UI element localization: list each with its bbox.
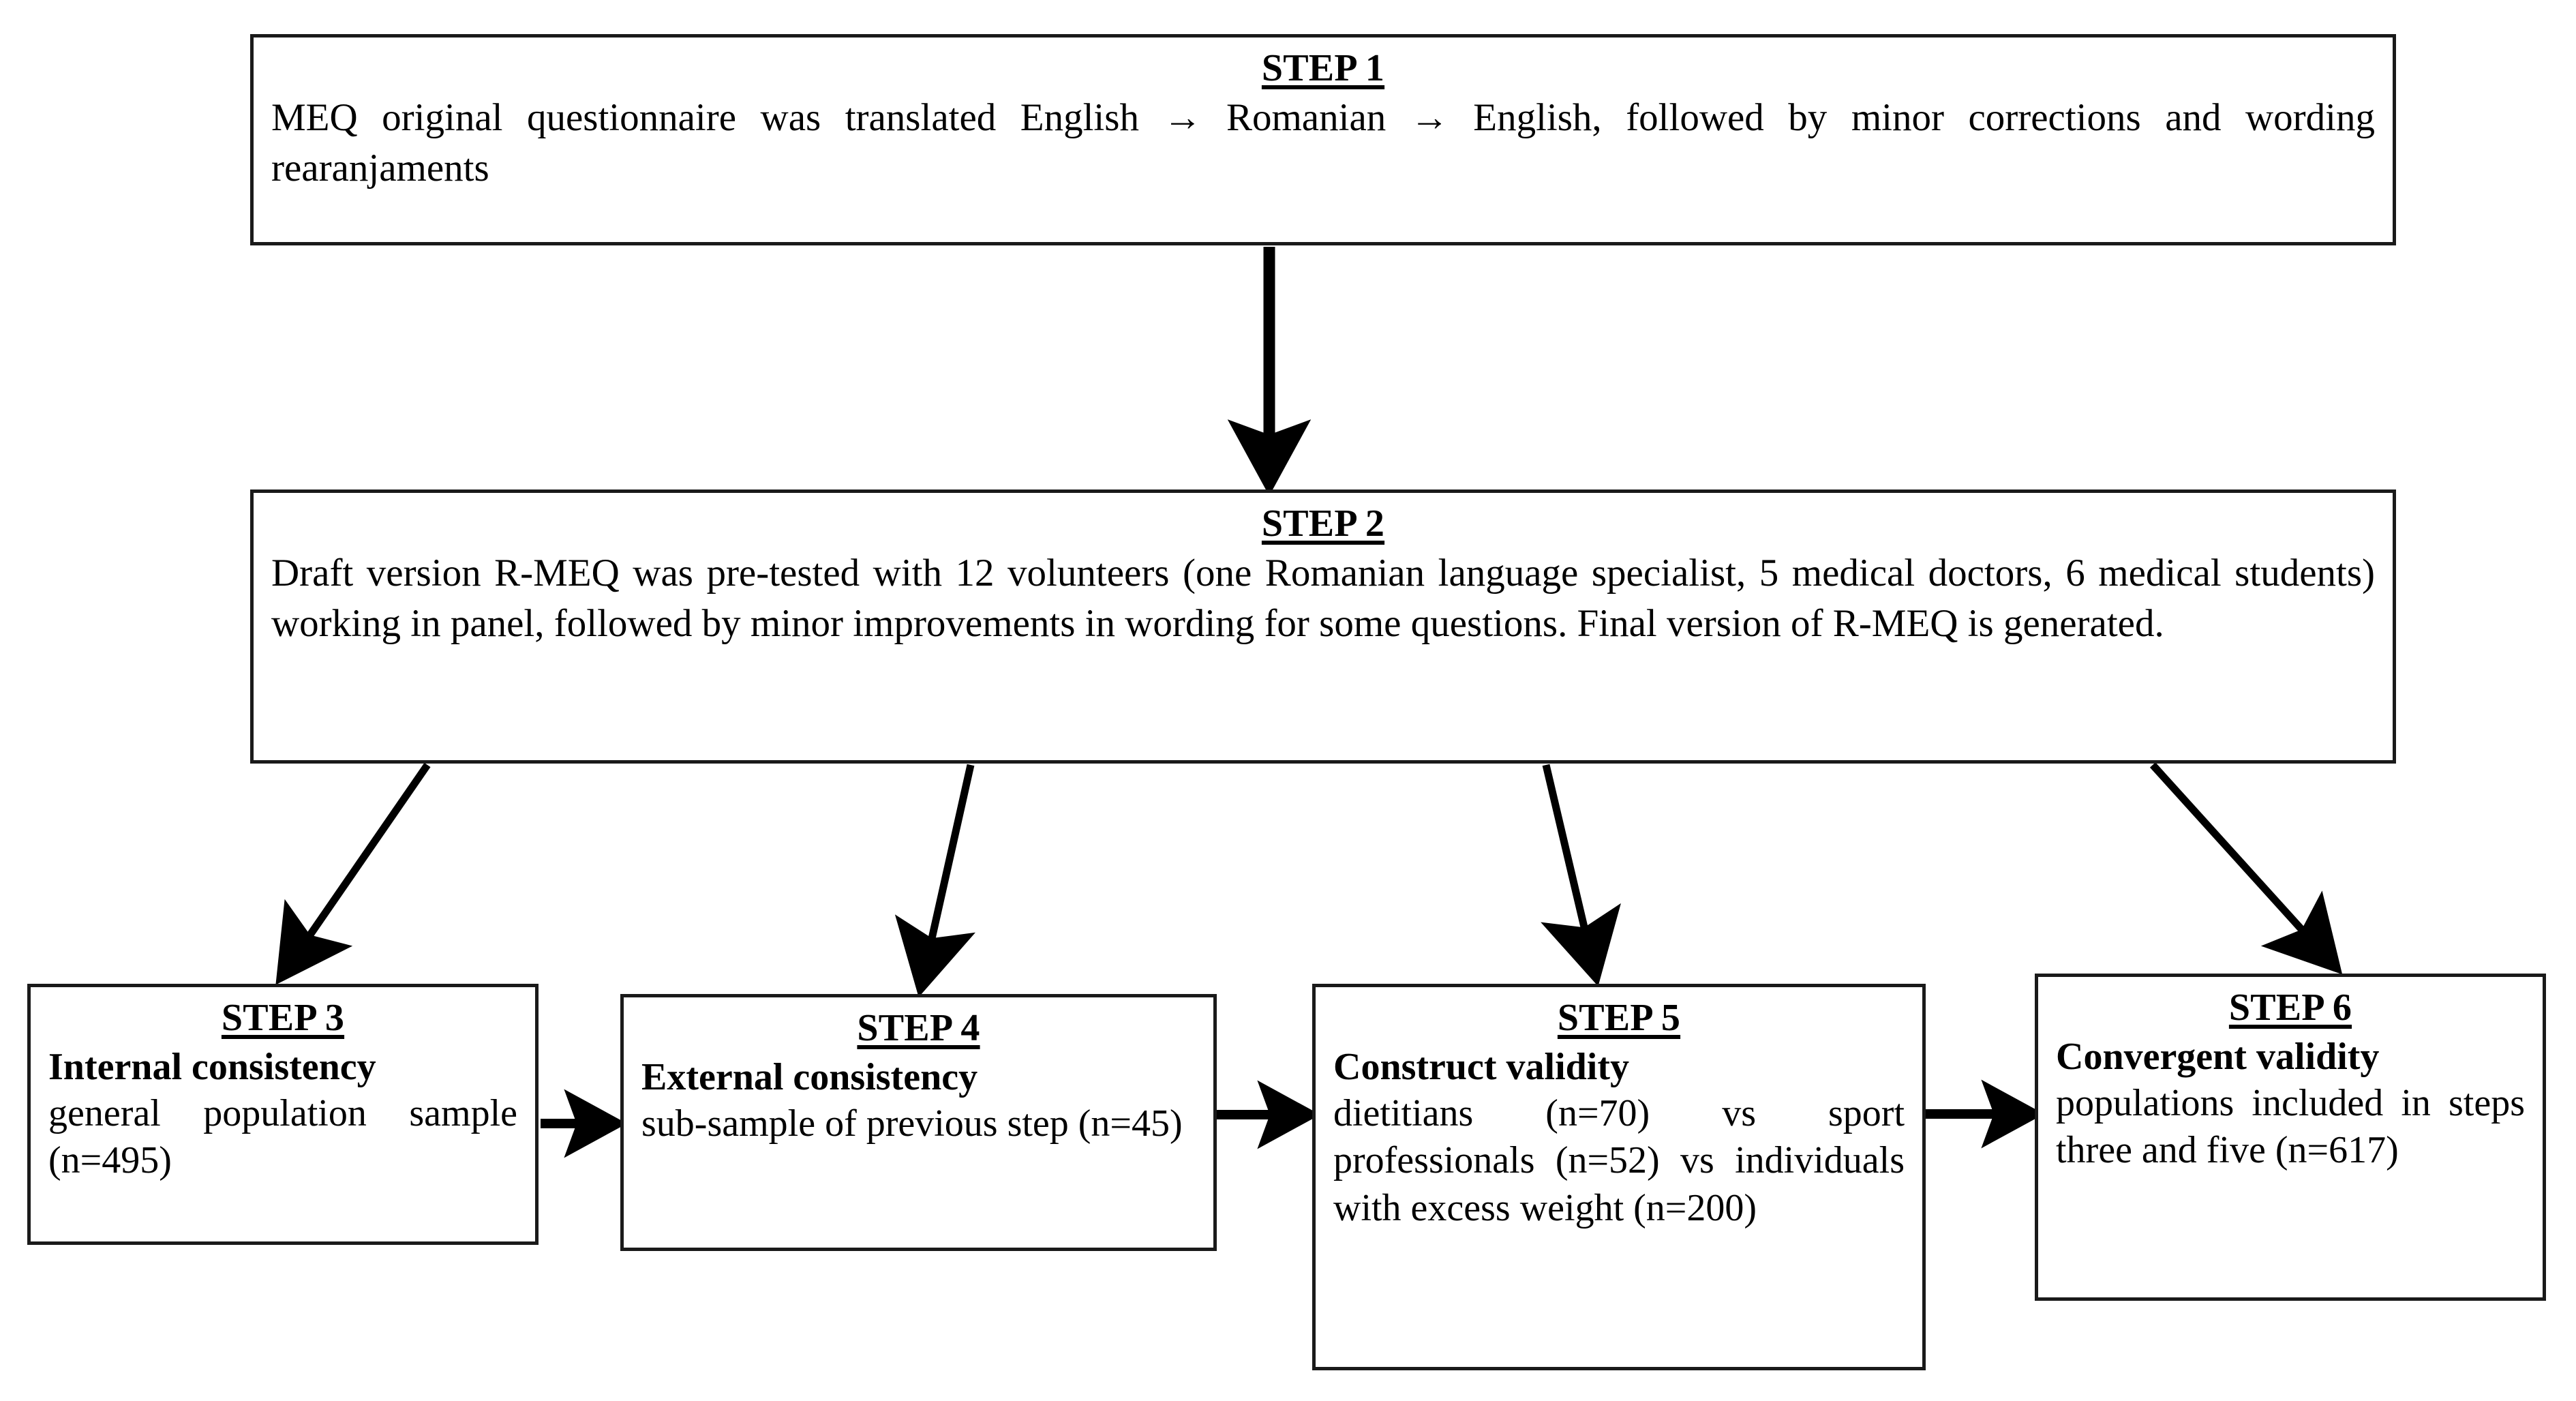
step-4-body: sub-sample of previous step (n=45): [641, 1102, 1183, 1145]
step-4-subtitle: External consistency: [641, 1055, 978, 1098]
node-step-3: STEP 3 Internal consistency general popu…: [27, 984, 539, 1245]
step-5-subtitle: Construct validity: [1333, 1045, 1629, 1088]
node-step-2: STEP 2 Draft version R-MEQ was pre-teste…: [250, 489, 2396, 764]
node-step-4: STEP 4 External consistency sub-sample o…: [620, 994, 1217, 1251]
step-1-title: STEP 1: [1261, 47, 1385, 89]
step-2-title: STEP 2: [1261, 502, 1385, 545]
node-step-5: STEP 5 Construct validity dietitians (n=…: [1312, 984, 1926, 1370]
step-3-subtitle: Internal consistency: [48, 1045, 376, 1088]
step-3-body: general population sample (n=495): [48, 1092, 517, 1182]
node-step-1: STEP 1 MEQ original questionnaire was tr…: [250, 34, 2396, 245]
step-3-title: STEP 3: [221, 997, 345, 1039]
connector-step2-step3: [275, 762, 431, 985]
step-2-body: Draft version R-MEQ was pre-tested with …: [271, 551, 2375, 645]
node-step-6: STEP 6 Convergent validity populations i…: [2035, 974, 2546, 1301]
step-4-title: STEP 4: [857, 1007, 980, 1049]
step-6-title: STEP 6: [2228, 986, 2352, 1029]
connector-step2-step4: [894, 764, 975, 997]
step-5-title: STEP 5: [1557, 997, 1681, 1039]
connector-step2-step6: [2149, 762, 2343, 975]
step-6-subtitle: Convergent validity: [2056, 1035, 2380, 1078]
step-6-body: populations included in steps three and …: [2056, 1082, 2525, 1172]
step-1-body: MEQ original questionnaire was translate…: [271, 95, 2375, 190]
step-5-body: dietitians (n=70) vs sport professionals…: [1333, 1092, 1905, 1229]
connector-step2-step5: [1541, 764, 1621, 986]
